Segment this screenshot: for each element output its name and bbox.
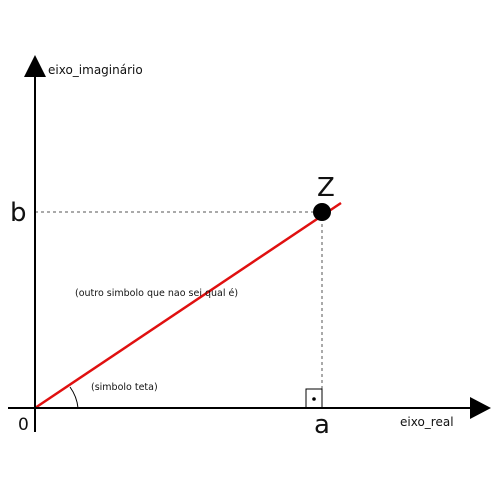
real-part-label: a xyxy=(314,410,330,440)
real-axis-arrowhead xyxy=(470,397,491,419)
imaginary-part-label: b xyxy=(10,198,27,228)
point-z-label: Z xyxy=(317,173,335,203)
theta-annotation: (simbolo teta) xyxy=(91,382,158,393)
real-axis-label: eixo_real xyxy=(400,415,454,429)
origin-label: 0 xyxy=(18,415,29,435)
modulus-annotation: (outro simbolo que nao sei qual é) xyxy=(75,288,238,299)
point-z-marker xyxy=(313,203,331,221)
right-angle-dot xyxy=(312,397,316,401)
modulus-vector xyxy=(34,201,342,410)
theta-angle-arc xyxy=(69,386,79,409)
imaginary-axis-label: eixo_imaginário xyxy=(48,63,143,77)
imaginary-axis-arrowhead xyxy=(24,55,46,77)
